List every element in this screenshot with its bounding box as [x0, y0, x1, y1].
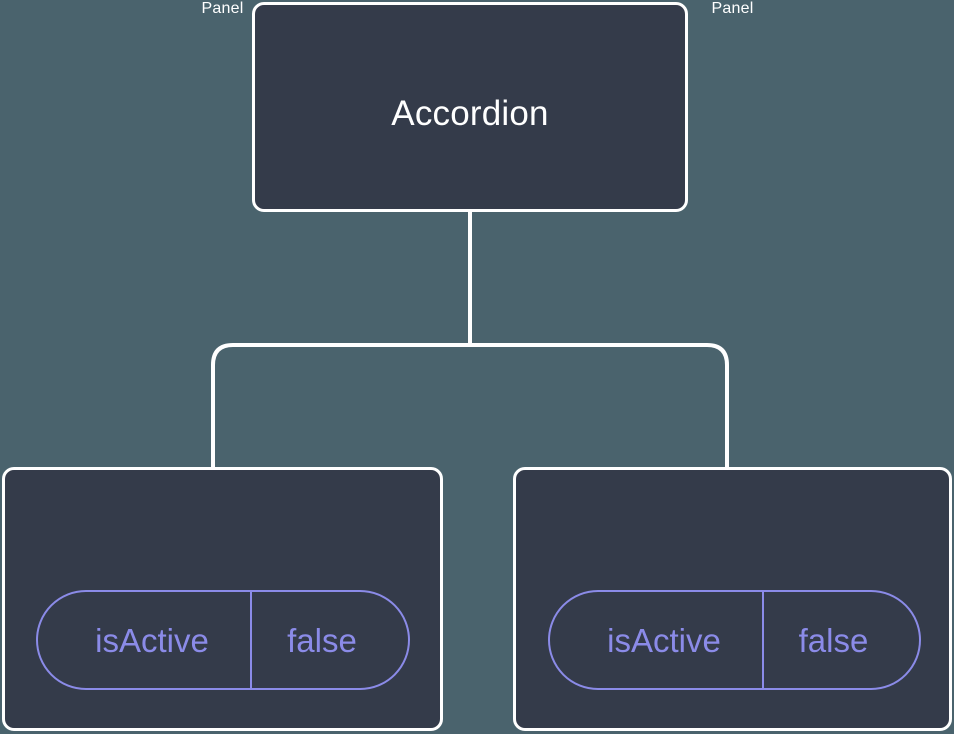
prop-key-isactive-1: isActive: [95, 621, 209, 659]
node-accordion-label: Accordion: [391, 94, 549, 133]
edge-branch-left: [211, 343, 470, 467]
prop-key-isactive-2: isActive: [607, 621, 721, 659]
prop-value-isactive-1: false: [287, 621, 357, 659]
prop-pill-panel-1[interactable]: isActive false: [36, 590, 410, 690]
node-panel-1-label: Panel: [201, 0, 244, 17]
node-accordion[interactable]: Accordion: [252, 2, 688, 212]
prop-value-isactive-2: false: [798, 621, 869, 659]
prop-pill-panel-2[interactable]: isActive false: [548, 590, 921, 690]
prop-divider-2: [762, 592, 764, 688]
node-panel-2-label: Panel: [711, 0, 754, 17]
prop-divider-1: [250, 592, 252, 688]
edge-branch-right: [470, 343, 729, 467]
